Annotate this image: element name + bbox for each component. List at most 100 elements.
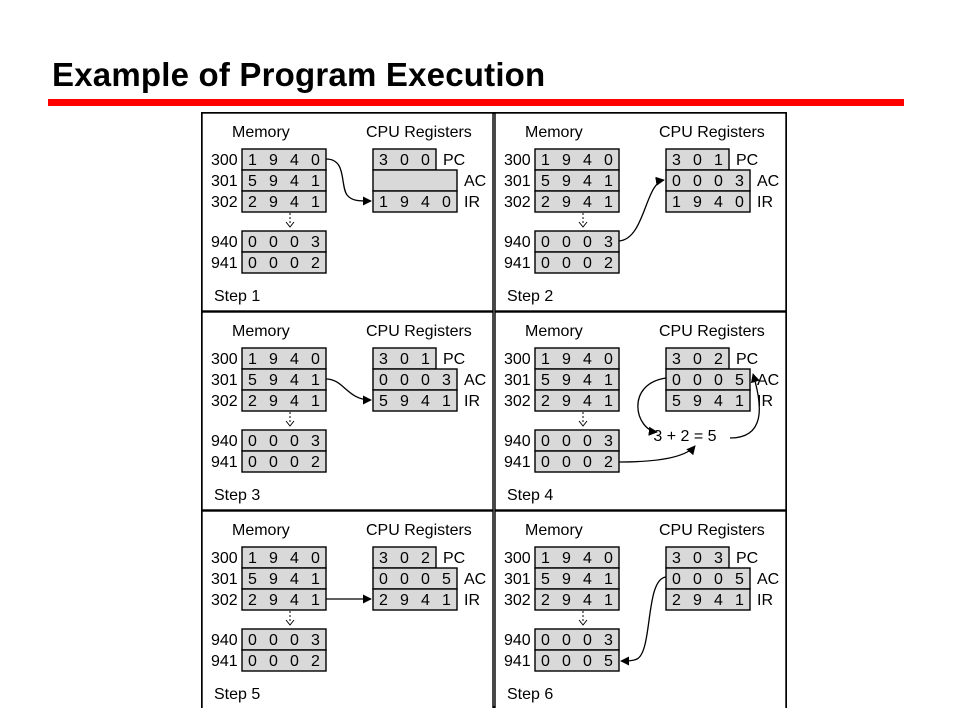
memory-cell-302-digit: 9 [269,393,278,410]
memory-cell-302-digit: 9 [562,393,571,410]
memory-cell-302-digit: 4 [290,194,299,211]
ir-digit: 4 [714,194,723,211]
memory-cell-941-digit: 2 [311,454,320,471]
memory-cell-941-digit: 2 [604,255,613,272]
memory-address: 941 [504,255,531,272]
memory-cell-941-digit: 0 [583,653,592,670]
cpu-registers-header: CPU Registers [659,522,765,539]
ac-digit: 3 [442,372,451,389]
memory-cell-941-digit: 0 [541,454,550,471]
memory-cell-301-digit: 9 [269,372,278,389]
memory-cell-940-digit: 0 [562,234,571,251]
ir-digit: 9 [693,592,702,609]
memory-cell-941-digit: 0 [269,653,278,670]
memory-address: 941 [211,255,238,272]
pc-digit: 0 [693,351,702,368]
ac-digit: 0 [400,372,409,389]
ac-label: AC [757,173,779,190]
memory-cell-302-box [534,389,620,412]
memory-cell-301-digit: 5 [248,372,257,389]
ir-digit: 4 [714,592,723,609]
ir-digit: 1 [672,194,681,211]
memory-address: 300 [504,550,531,567]
memory-cell-301-digit: 4 [583,372,592,389]
memory-address: 940 [504,234,531,251]
memory-cell-301-digit: 9 [269,173,278,190]
ir-digit: 4 [714,393,723,410]
memory-address: 941 [211,653,238,670]
pc-digit: 0 [400,351,409,368]
pc-digit: 0 [400,152,409,169]
memory-cell-300-digit: 4 [290,550,299,567]
ac-digit: 0 [714,173,723,190]
memory-cell-300-digit: 4 [583,152,592,169]
memory-cell-300-digit: 1 [541,351,550,368]
pc-digit: 3 [672,550,681,567]
memory-cell-941-box [534,251,620,274]
memory-cell-300-digit: 0 [311,351,320,368]
ac-label: AC [757,571,779,588]
memory-cell-302-digit: 4 [583,592,592,609]
memory-address: 940 [211,632,238,649]
memory-cell-302-digit: 4 [290,592,299,609]
memory-cell-302-digit: 2 [248,194,257,211]
memory-cell-300-digit: 4 [583,351,592,368]
memory-address: 302 [504,194,531,211]
ir-digit: 4 [421,393,430,410]
ir-digit: 1 [735,393,744,410]
memory-cell-301-digit: 5 [248,571,257,588]
memory-cell-940-digit: 0 [562,433,571,450]
ir-digit: 0 [735,194,744,211]
ir-label: IR [464,194,480,211]
memory-cell-941-box [241,251,327,274]
memory-cell-940-digit: 3 [311,234,320,251]
memory-cell-301-digit: 1 [604,372,613,389]
memory-cell-940-digit: 0 [583,433,592,450]
pc-label: PC [443,351,465,368]
memory-cell-940-digit: 0 [248,234,257,251]
ac-label: AC [464,372,486,389]
memory-cell-302-digit: 1 [311,393,320,410]
memory-address: 302 [504,393,531,410]
pc-label: PC [443,152,465,169]
memory-cell-941-digit: 0 [269,454,278,471]
memory-cell-301-digit: 4 [290,372,299,389]
memory-cell-940-digit: 3 [311,433,320,450]
memory-cell-941-digit: 0 [269,255,278,272]
pc-digit: 3 [672,351,681,368]
ir-digit: 4 [421,194,430,211]
memory-cell-940-digit: 0 [269,433,278,450]
memory-cell-302-digit: 1 [604,393,613,410]
memory-address: 300 [211,351,238,368]
ir-label: IR [464,592,480,609]
pc-digit: 1 [421,351,430,368]
step-label: Step 6 [507,686,553,703]
ac-register-box [372,169,458,192]
pc-label: PC [736,152,758,169]
ir-digit: 1 [442,592,451,609]
memory-cell-302-digit: 4 [290,393,299,410]
title-underline [48,99,904,106]
pc-digit: 0 [693,550,702,567]
memory-address: 941 [504,454,531,471]
pc-digit: 3 [714,550,723,567]
data-flow-arrow [620,576,667,666]
memory-cell-941-digit: 0 [290,454,299,471]
memory-cell-300-digit: 1 [248,550,257,567]
memory-cell-300-digit: 9 [269,152,278,169]
pc-digit: 3 [379,152,388,169]
data-flow-arrow [637,377,667,436]
memory-cell-301-digit: 9 [269,571,278,588]
step-label: Step 3 [214,487,260,504]
memory-cell-941-digit: 0 [583,454,592,471]
ac-digit: 0 [421,571,430,588]
memory-cell-301-digit: 4 [583,571,592,588]
memory-gap-arrow [578,221,588,228]
memory-cell-302-box [534,190,620,213]
memory-address: 941 [504,653,531,670]
ir-digit: 9 [693,194,702,211]
